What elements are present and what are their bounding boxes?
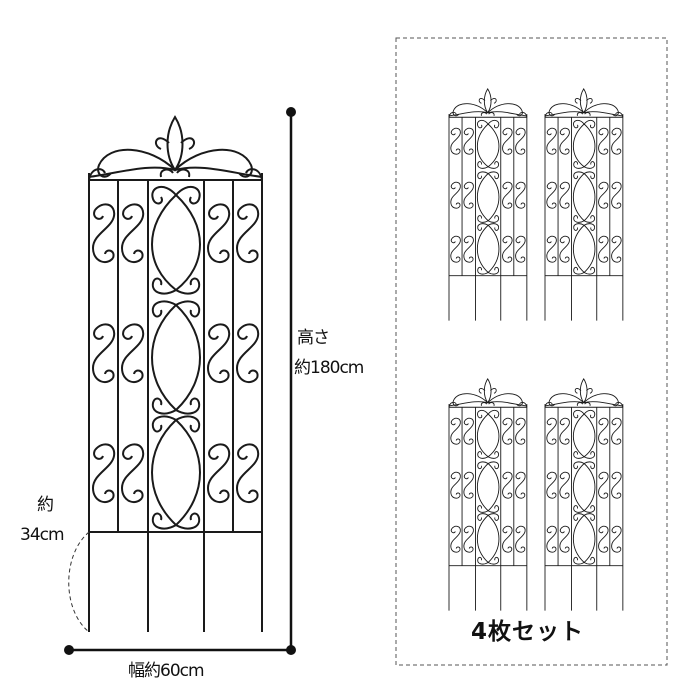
main-trellis (89, 117, 262, 632)
leg-length-arc (68, 531, 90, 633)
set-trellis-2 (545, 89, 623, 321)
height-label: 高さ (297, 328, 330, 348)
leg-label: 約 (37, 495, 54, 515)
width-dimension-line (64, 645, 296, 655)
width-label: 幅約60cm (128, 661, 205, 681)
set-trellis-4 (545, 379, 623, 611)
set-count-label: 4枚セット (471, 619, 585, 645)
height-value: 約180cm (294, 358, 364, 378)
leg-value: 34cm (20, 525, 65, 545)
height-dimension-line (286, 107, 296, 650)
set-trellis-3 (449, 379, 527, 611)
set-trellis-1 (449, 89, 527, 321)
set-box (395, 37, 668, 666)
